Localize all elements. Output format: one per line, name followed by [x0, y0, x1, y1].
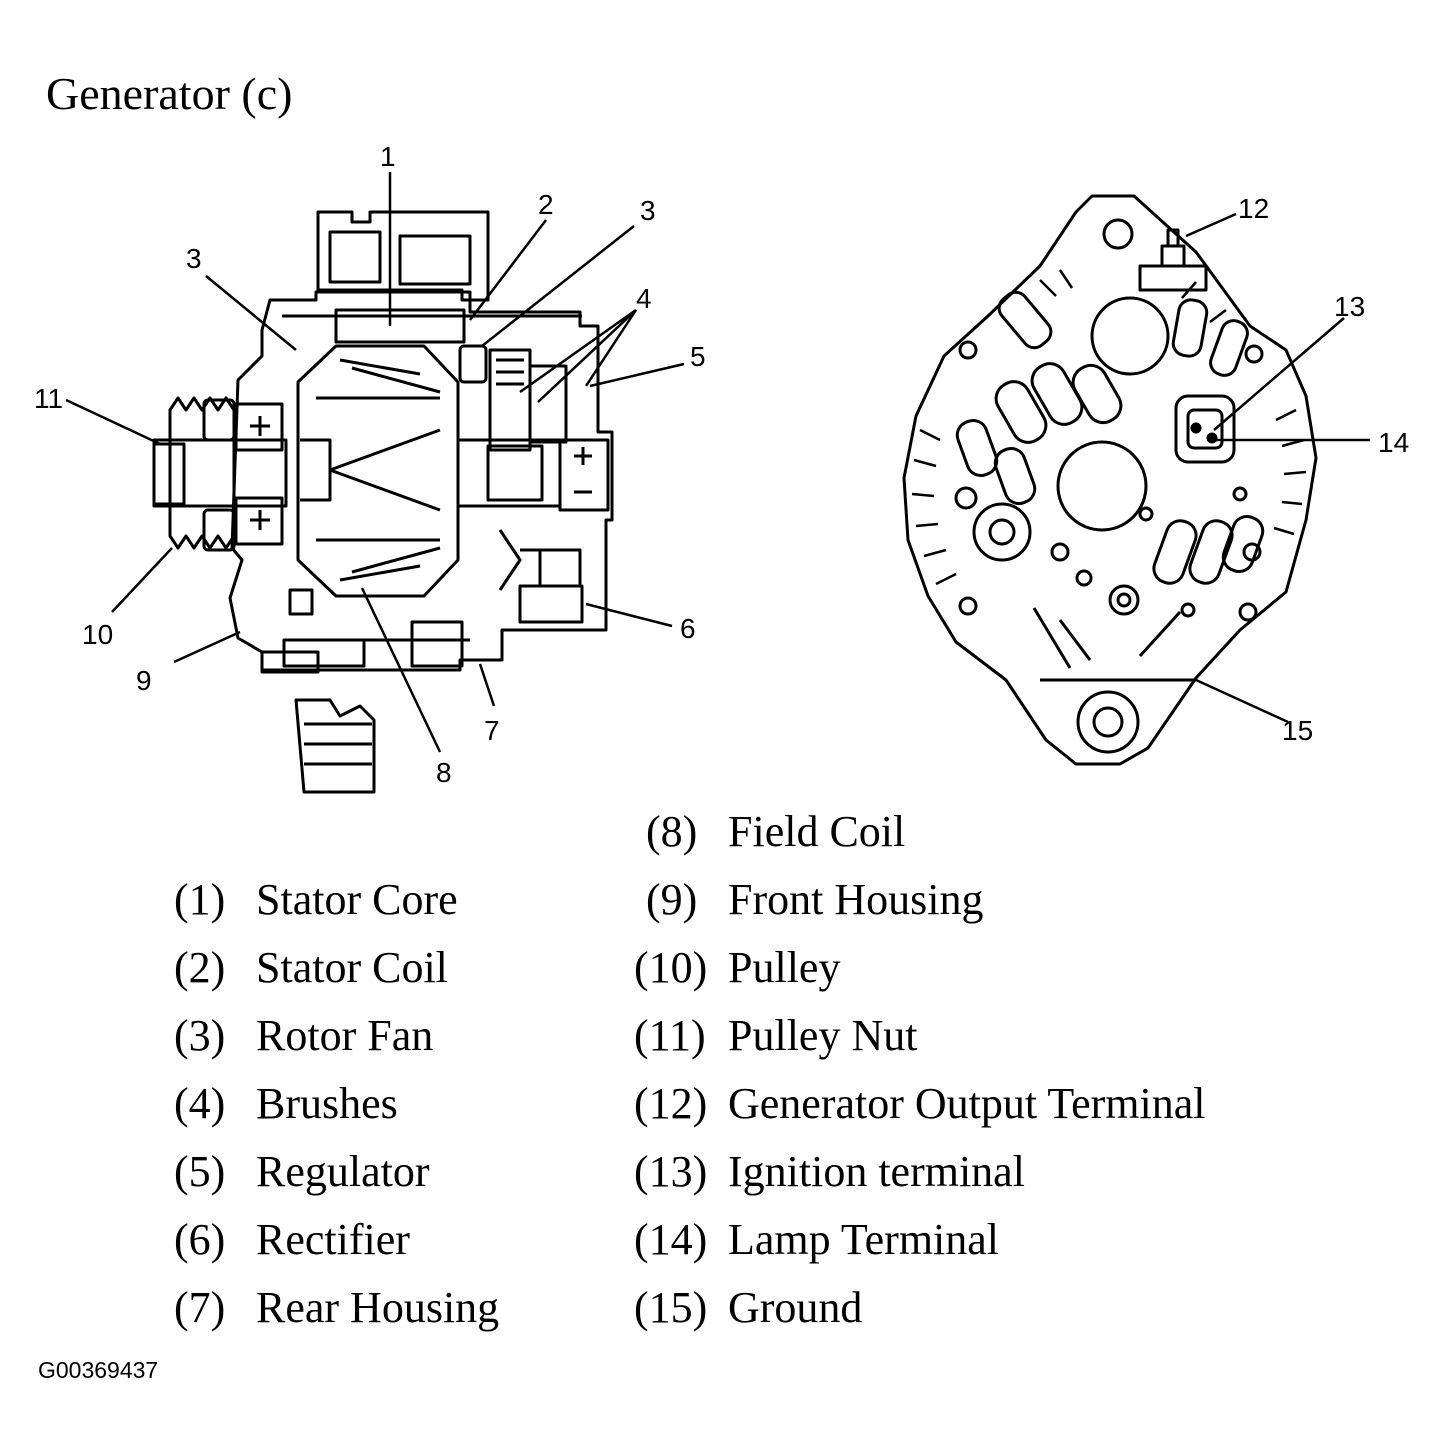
- callout-11: 11: [34, 383, 63, 414]
- mount-hole-top: [1102, 218, 1134, 250]
- callout-4: 4: [636, 283, 652, 314]
- callout-5: 5: [690, 341, 706, 372]
- legend-number: (9): [646, 875, 698, 924]
- legend-number: (12): [634, 1079, 708, 1128]
- stator-core: [334, 308, 466, 344]
- legend-number: (3): [174, 1011, 226, 1060]
- callout-12: 12: [1238, 193, 1269, 224]
- legend-label: Stator Coil: [256, 943, 448, 992]
- callout-2: 2: [538, 189, 554, 220]
- legend-number: (14): [634, 1215, 708, 1264]
- legend-number: (11): [634, 1011, 706, 1060]
- legend-label: Pulley Nut: [728, 1011, 918, 1060]
- callout-labels: 1 2 3 3 4 5 11 10 6 9 7 8 12 13 14 15: [34, 141, 1409, 788]
- connector-socket: [1174, 394, 1236, 464]
- callout-3-right: 3: [640, 195, 656, 226]
- legend-label: Field Coil: [728, 807, 906, 856]
- legend-number: (8): [646, 807, 698, 856]
- figure-id: G00369437: [38, 1357, 159, 1383]
- legend-label: Regulator: [256, 1147, 430, 1196]
- top-terminal-block: [316, 210, 490, 302]
- legend-number: (7): [174, 1283, 226, 1332]
- callout-1: 1: [380, 141, 396, 172]
- mount-bracket: [294, 698, 376, 794]
- legend-label: Ground: [728, 1283, 863, 1332]
- callout-14: 14: [1378, 427, 1409, 458]
- callout-3-left: 3: [186, 243, 202, 274]
- callout-15: 15: [1282, 715, 1313, 746]
- callout-8: 8: [436, 757, 452, 788]
- legend-label: Ignition terminal: [728, 1147, 1025, 1196]
- callout-13: 13: [1334, 291, 1365, 322]
- legend-number: (5): [174, 1147, 226, 1196]
- legend-number: (2): [174, 943, 226, 992]
- callout-7: 7: [484, 715, 500, 746]
- mount-hole-bottom: [1076, 690, 1140, 754]
- callout-10: 10: [82, 619, 113, 650]
- rear-view: [902, 194, 1370, 766]
- legend-number: (4): [174, 1079, 226, 1128]
- center-hub: [1056, 440, 1148, 532]
- legend-label: Brushes: [256, 1079, 398, 1128]
- legend-number: (6): [174, 1215, 226, 1264]
- legend-number: (1): [174, 875, 226, 924]
- pulley: [168, 396, 236, 550]
- legend-label: Rotor Fan: [256, 1011, 434, 1060]
- legend-label: Lamp Terminal: [728, 1215, 1000, 1264]
- callout-6: 6: [680, 613, 696, 644]
- legend-label: Stator Core: [256, 875, 458, 924]
- legend-label: Pulley: [728, 943, 841, 992]
- pulley-nut: [152, 442, 186, 506]
- rear-housing-outline: [902, 194, 1318, 766]
- rotor-claw-pole: [296, 344, 460, 598]
- legend-label: Front Housing: [728, 875, 984, 924]
- legend-number: (15): [634, 1283, 708, 1332]
- legend-label: Generator Output Terminal: [728, 1079, 1206, 1128]
- legend-label: Rectifier: [256, 1215, 410, 1264]
- diagram-title: Generator (c): [46, 68, 293, 119]
- rectifier-block: [518, 584, 584, 624]
- legend-number: (10): [634, 943, 708, 992]
- legend-label: Rear Housing: [256, 1283, 500, 1332]
- callout-9: 9: [136, 665, 152, 696]
- output-terminal: [1138, 228, 1208, 292]
- cross-section-view: [65, 172, 685, 794]
- legend-number: (13): [634, 1147, 708, 1196]
- housing-outline: [228, 290, 614, 672]
